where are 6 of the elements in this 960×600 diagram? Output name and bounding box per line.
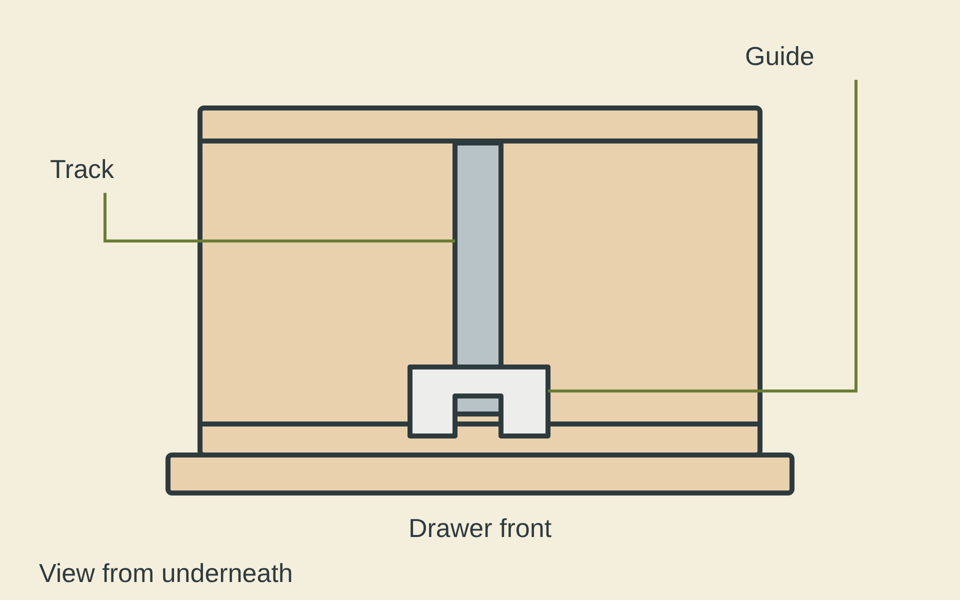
part-label: Guide	[745, 42, 814, 72]
part-label: Track	[50, 155, 114, 185]
part-label: Drawer front	[408, 514, 552, 544]
leader-line	[548, 80, 858, 392]
leader-line	[104, 192, 455, 242]
caption: View from underneath	[39, 559, 293, 589]
